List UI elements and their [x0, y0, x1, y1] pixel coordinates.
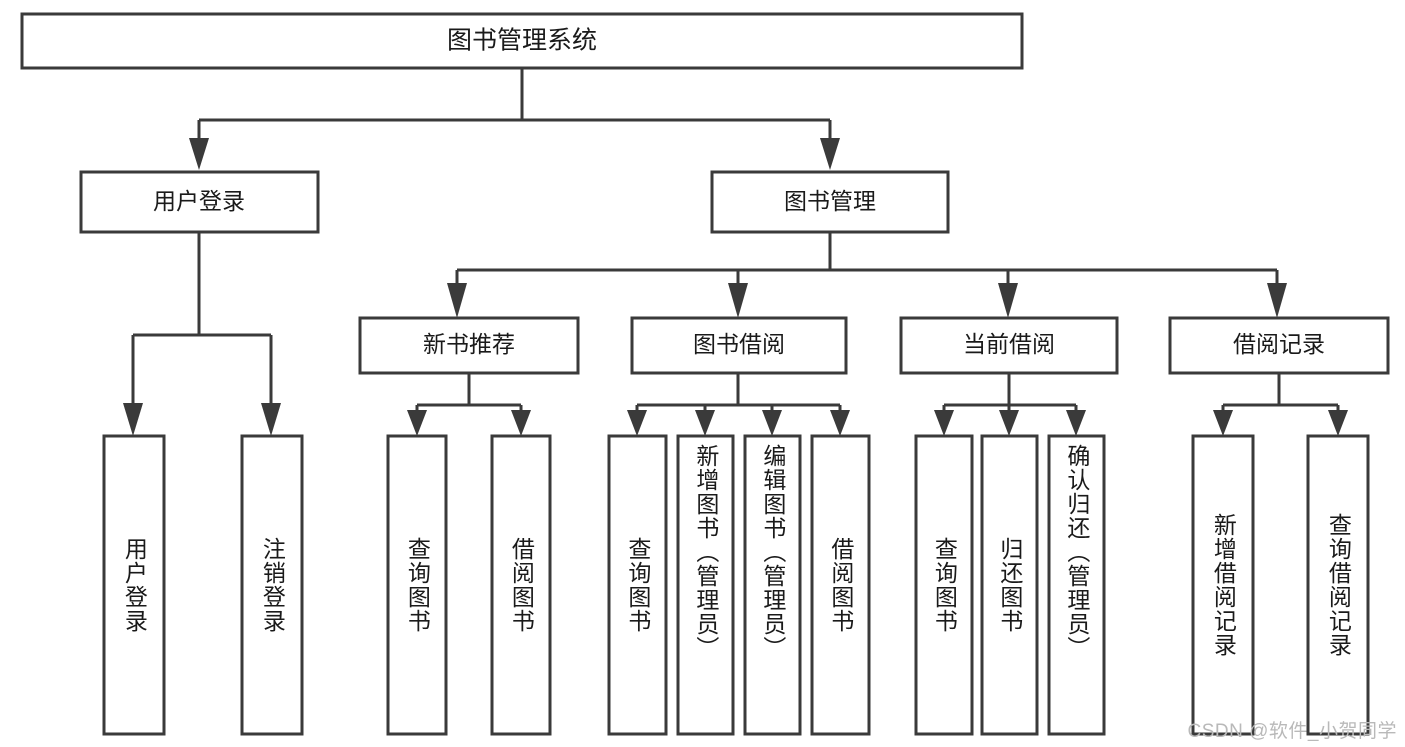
node-leaf-query-book-1-box[interactable] — [386, 434, 448, 736]
arrow-leaf-logout — [261, 403, 281, 436]
node-leaf-add-record-box[interactable] — [1191, 434, 1255, 736]
node-new-book-recommend[interactable]: 新书推荐 — [358, 316, 580, 375]
node-user-login-box[interactable] — [79, 170, 320, 234]
node-book-manage-box[interactable] — [710, 170, 950, 234]
node-user-login-label: 用户登录 — [153, 188, 245, 214]
node-leaf-edit-book-box[interactable] — [743, 434, 802, 736]
arrow-leaf-edit-book — [762, 410, 782, 436]
node-new-book-recommend-box[interactable] — [358, 316, 580, 375]
node-leaf-user-login-box[interactable] — [102, 434, 166, 736]
arrow-book-manage — [820, 138, 840, 170]
watermark-label: CSDN @软件_小贺同学 — [1187, 721, 1397, 742]
node-leaf-return-book-box[interactable] — [980, 434, 1039, 736]
connector-layer — [123, 68, 1348, 436]
arrow-borrow-record — [1267, 283, 1287, 318]
node-book-manage-label: 图书管理 — [784, 188, 876, 214]
node-book-borrow-box[interactable] — [630, 316, 848, 375]
node-book-borrow[interactable]: 图书借阅 — [630, 316, 848, 375]
node-leaf-query-book-3-box[interactable] — [914, 434, 974, 736]
arrow-user-login — [189, 138, 209, 170]
arrow-leaf-add-record — [1213, 410, 1233, 436]
node-leaf-logout-box[interactable] — [240, 434, 304, 736]
node-leaf-query-book-2-box[interactable] — [607, 434, 668, 736]
node-root-label: 图书管理系统 — [447, 27, 597, 55]
node-new-book-recommend-label: 新书推荐 — [423, 331, 515, 357]
arrow-new-book-recommend — [447, 283, 467, 318]
arrow-leaf-query-record — [1328, 410, 1348, 436]
node-leaf-add-book-box[interactable] — [676, 434, 735, 736]
arrow-current-borrow — [998, 283, 1018, 318]
node-borrow-record[interactable]: 借阅记录 — [1168, 316, 1390, 375]
node-leaf-borrow-book-2-box[interactable] — [810, 434, 871, 736]
arrow-book-borrow — [728, 283, 748, 318]
arrow-leaf-add-book — [695, 410, 715, 436]
node-borrow-record-box[interactable] — [1168, 316, 1390, 375]
node-leaf-borrow-book-1-box[interactable] — [490, 434, 552, 736]
node-book-manage[interactable]: 图书管理 — [710, 170, 950, 234]
node-leaf-query-record-box[interactable] — [1306, 434, 1370, 736]
node-borrow-record-label: 借阅记录 — [1233, 331, 1325, 357]
arrow-leaf-query-book-3 — [934, 410, 954, 436]
node-current-borrow-box[interactable] — [899, 316, 1119, 375]
arrow-leaf-borrow-book-1 — [511, 410, 531, 436]
arrow-leaf-borrow-book-2 — [830, 410, 850, 436]
node-root-box[interactable] — [20, 12, 1024, 70]
node-user-login[interactable]: 用户登录 — [79, 170, 320, 234]
node-leaf-confirm-return-box[interactable] — [1047, 434, 1106, 736]
arrow-leaf-confirm-return — [1066, 410, 1086, 436]
node-current-borrow-label: 当前借阅 — [963, 331, 1055, 357]
node-book-borrow-label: 图书借阅 — [693, 331, 785, 357]
node-current-borrow[interactable]: 当前借阅 — [899, 316, 1119, 375]
arrow-leaf-query-book-2 — [627, 410, 647, 436]
arrow-leaf-user-login — [123, 403, 143, 436]
arrow-leaf-return-book — [999, 410, 1019, 436]
arrow-leaf-query-book-1 — [407, 410, 427, 436]
node-root[interactable]: 图书管理系统 — [20, 12, 1024, 70]
